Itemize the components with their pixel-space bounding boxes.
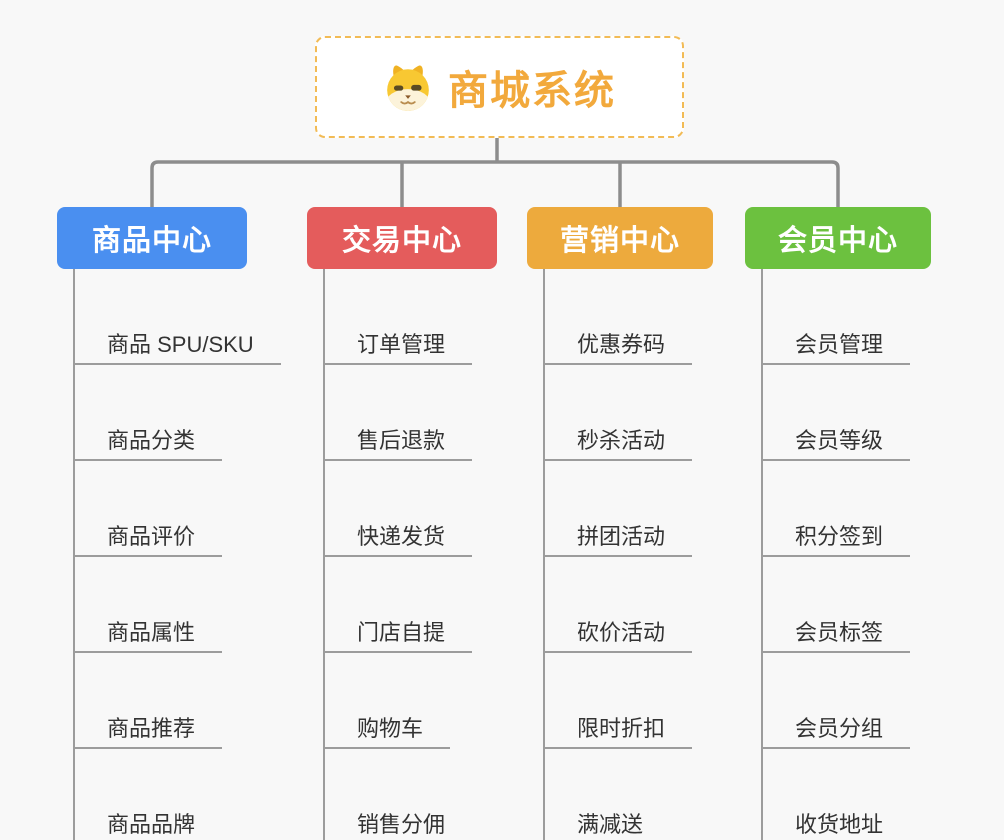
mindmap-item[interactable]: 积分签到 [763,461,911,557]
mindmap-item[interactable]: 销售分佣 [325,749,472,840]
mindmap-item[interactable]: 门店自提 [325,557,473,653]
mindmap-item[interactable]: 购物车 [325,653,451,749]
mindmap-item[interactable]: 砍价活动 [545,557,693,653]
mindmap-item[interactable]: 限时折扣 [545,653,693,749]
mindmap-item[interactable]: 商品 SPU/SKU [75,269,281,365]
branch-column-product: 商品中心 商品 SPU/SKU 商品分类 商品评价 商品属性 商品推荐 商品品牌 [57,207,281,840]
dog-mascot-icon [387,65,429,111]
root-title: 商城系统 [448,69,616,113]
branch-item-list: 商品 SPU/SKU 商品分类 商品评价 商品属性 商品推荐 商品品牌 [73,269,281,840]
mindmap-item[interactable]: 秒杀活动 [545,365,693,461]
branch-column-trade: 交易中心 订单管理 售后退款 快递发货 门店自提 购物车 销售分佣 [307,207,497,840]
mindmap-item[interactable]: 商品推荐 [75,653,223,749]
mindmap-item[interactable]: 售后退款 [325,365,473,461]
branch-column-member: 会员中心 会员管理 会员等级 积分签到 会员标签 会员分组 收货地址 [745,207,931,840]
mindmap-item[interactable]: 商品分类 [75,365,223,461]
mindmap-item[interactable]: 拼团活动 [545,461,693,557]
mindmap-item[interactable]: 会员分组 [763,653,911,749]
mindmap-item[interactable]: 会员管理 [763,269,911,365]
mindmap-item[interactable]: 商品属性 [75,557,223,653]
branch-header-product[interactable]: 商品中心 [57,207,247,269]
mindmap-item[interactable]: 收货地址 [763,749,910,840]
branch-bus-connector [150,160,840,207]
branch-item-list: 订单管理 售后退款 快递发货 门店自提 购物车 销售分佣 [323,269,473,840]
mindmap-item[interactable]: 商品评价 [75,461,223,557]
mindmap-item[interactable]: 订单管理 [325,269,473,365]
branch-column-marketing: 营销中心 优惠券码 秒杀活动 拼团活动 砍价活动 限时折扣 满减送 [527,207,713,840]
branch-header-member[interactable]: 会员中心 [745,207,931,269]
root-node[interactable]: 商城系统 [315,36,684,138]
mindmap-item[interactable]: 快递发货 [325,461,473,557]
branch-item-list: 优惠券码 秒杀活动 拼团活动 砍价活动 限时折扣 满减送 [543,269,693,840]
branch-header-trade[interactable]: 交易中心 [307,207,497,269]
mindmap-item[interactable]: 优惠券码 [545,269,693,365]
mindmap-item[interactable]: 会员等级 [763,365,911,461]
mindmap-item[interactable]: 会员标签 [763,557,911,653]
branch-item-list: 会员管理 会员等级 积分签到 会员标签 会员分组 收货地址 [761,269,911,840]
mindmap-item[interactable]: 商品品牌 [75,749,222,840]
branch-header-marketing[interactable]: 营销中心 [527,207,713,269]
mindmap-item[interactable]: 满减送 [545,749,670,840]
